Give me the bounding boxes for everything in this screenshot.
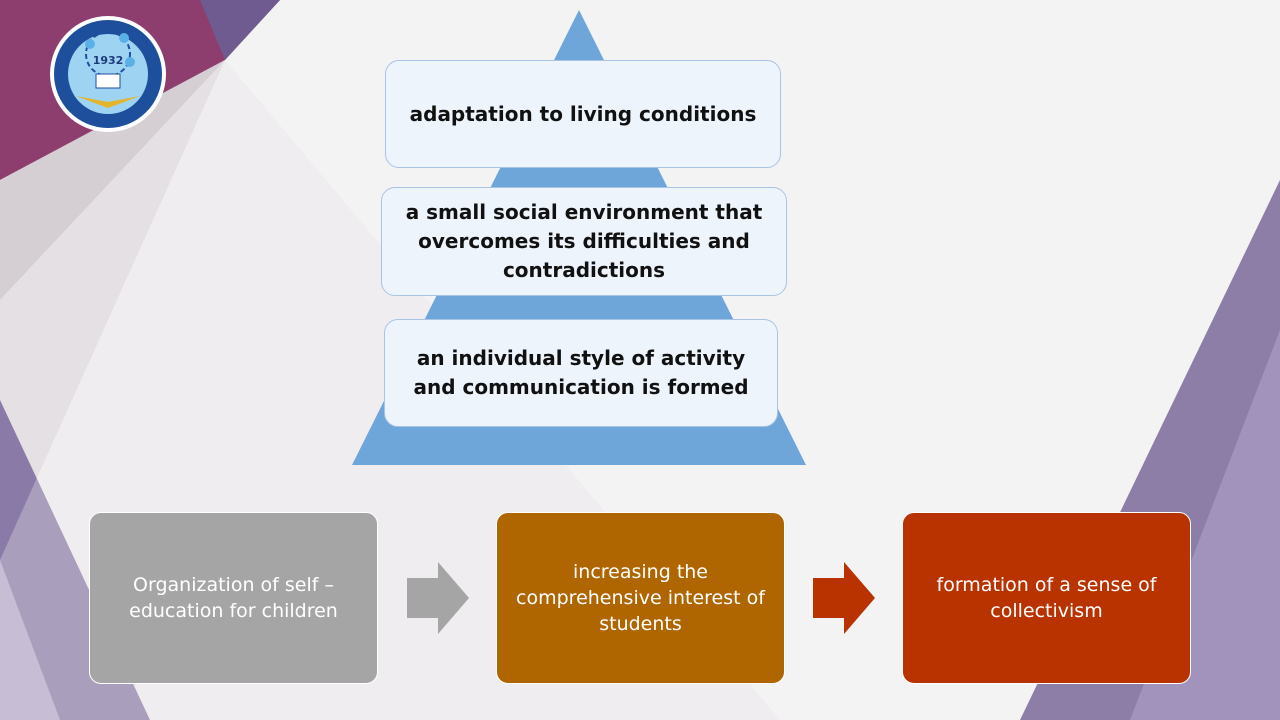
svg-text:1932: 1932	[93, 54, 124, 67]
college-logo: 1932	[50, 16, 166, 132]
pyramid-tier-top: adaptation to living conditions	[385, 60, 781, 168]
pyramid-tier-middle: a small social environment that overcome…	[381, 187, 787, 296]
pyramid-tier-bottom: an individual style of activity and comm…	[384, 319, 778, 427]
process-step-2: increasing the comprehensive interest of…	[496, 512, 785, 684]
process-step-3: formation of a sense of collectivism	[902, 512, 1191, 684]
arrow-right-icon	[407, 562, 469, 634]
process-step-1: Organization of self – education for chi…	[89, 512, 378, 684]
arrow-right-icon	[813, 562, 875, 634]
